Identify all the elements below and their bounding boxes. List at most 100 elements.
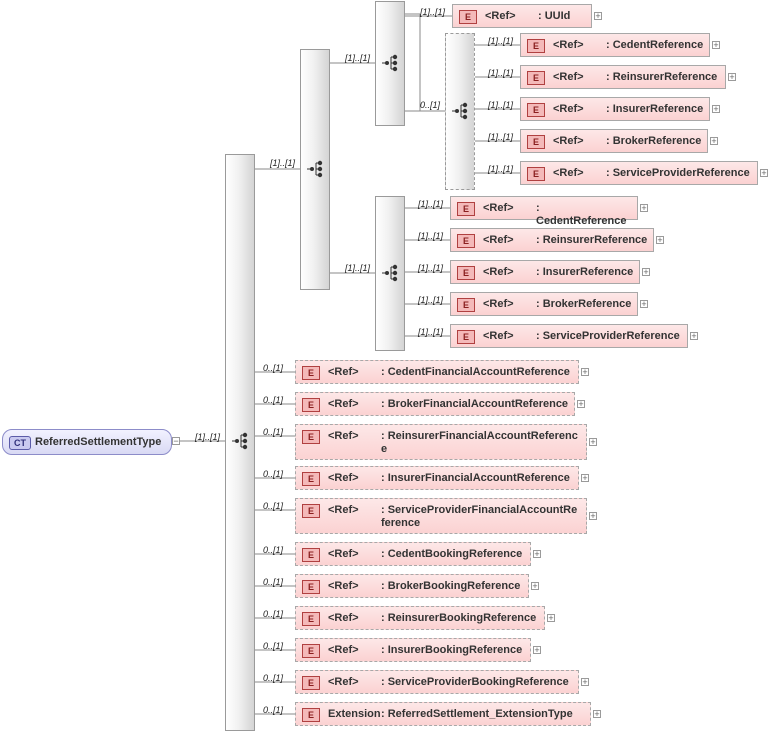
element-a_reinsurer[interactable]: E<Ref>: ReinsurerReference (520, 65, 726, 89)
element-ref: <Ref> (328, 548, 359, 560)
element-badge: E (457, 330, 475, 344)
element-b_sp[interactable]: E<Ref>: ServiceProviderReference (450, 324, 688, 348)
sequence-cardinality: [1]..[1] (345, 53, 371, 63)
element-type: : InsurerBookingReference (381, 644, 523, 656)
expand-toggle[interactable]: + (581, 473, 589, 483)
element-ref: <Ref> (328, 676, 359, 688)
element-b_reinsurer[interactable]: E<Ref>: ReinsurerReference (450, 228, 654, 252)
element-badge: E (302, 548, 320, 562)
expand-toggle[interactable]: + (589, 437, 597, 447)
complex-type-root[interactable]: CT ReferredSettlementType (2, 429, 172, 455)
element-spbr[interactable]: E<Ref>: ServiceProviderBookingReference (295, 670, 579, 694)
element-ref: <Ref> (483, 330, 514, 342)
element-badge: E (457, 234, 475, 248)
expand-toggle[interactable]: + (640, 299, 648, 309)
expand-toggle[interactable]: + (533, 549, 541, 559)
element-type: : CedentFinancialAccountReference (381, 366, 570, 378)
element-type: : ReinsurerReference (536, 234, 648, 246)
element-badge: E (527, 71, 545, 85)
expand-toggle[interactable]: + (728, 72, 736, 82)
expand-toggle[interactable]: + (642, 267, 650, 277)
element-badge: E (459, 10, 477, 24)
element-cardinality: [1]..[1] (488, 132, 514, 142)
element-type: : BrokerFinancialAccountReference (381, 398, 569, 410)
element-type: : CedentReference (606, 39, 704, 51)
expand-toggle[interactable]: + (760, 168, 768, 178)
element-cfa[interactable]: E <Ref> : CedentFinancialAccountReference (295, 360, 579, 384)
element-ref: <Ref> (328, 580, 359, 592)
element-b_cedent[interactable]: E<Ref>: CedentReference (450, 196, 638, 227)
element-ref: <Ref> (485, 10, 516, 22)
element-cardinality: 0..[1] (263, 427, 284, 437)
element-type: : InsurerReference (606, 103, 704, 115)
element-type: : ReinsurerBookingReference (381, 612, 537, 624)
sequence-icon (380, 53, 400, 73)
sequence-icon-glyph (452, 102, 468, 120)
expand-toggle[interactable]: + (690, 331, 698, 341)
element-ref: <Ref> (328, 366, 359, 378)
complex-type-name: ReferredSettlementType (35, 436, 162, 448)
element-ibr[interactable]: E<Ref>: InsurerBookingReference (295, 638, 531, 662)
complex-type-badge: CT (9, 436, 31, 450)
element-rbr[interactable]: E<Ref>: ReinsurerBookingReference (295, 606, 545, 630)
element-a_broker[interactable]: E<Ref>: BrokerReference (520, 129, 708, 153)
element-badge: E (302, 398, 320, 412)
expand-toggle[interactable]: + (656, 235, 664, 245)
element-badge: E (302, 504, 320, 518)
element-cardinality: 0..[1] (263, 641, 284, 651)
element-rfa[interactable]: E<Ref>: ReinsurerFinancialAccountReferen… (295, 424, 587, 460)
element-ref: Extension (328, 708, 381, 720)
element-cardinality: [1]..[1] (418, 295, 444, 305)
element-cardinality: 0..[1] (263, 673, 284, 683)
element-cardinality: 0..[1] (263, 395, 284, 405)
sequence-compositor[interactable] (445, 33, 475, 190)
element-ref: <Ref> (328, 612, 359, 624)
element-b_broker[interactable]: E<Ref>: BrokerReference (450, 292, 638, 316)
expand-toggle[interactable]: + (710, 136, 718, 146)
element-cardinality: [1]..[1] (418, 199, 444, 209)
collapse-toggle[interactable]: − (172, 436, 180, 446)
expand-toggle[interactable]: + (581, 677, 589, 687)
element-bfa[interactable]: E<Ref>: BrokerFinancialAccountReference (295, 392, 575, 416)
expand-toggle[interactable]: + (593, 709, 601, 719)
expand-toggle[interactable]: + (547, 613, 555, 623)
expand-toggle[interactable]: + (589, 511, 597, 521)
element-uuid[interactable]: E <Ref> : UUId (452, 4, 592, 28)
element-type: : UUId (538, 10, 571, 22)
sequence-compositor[interactable] (225, 154, 255, 731)
sequence-icon-glyph (382, 54, 398, 72)
element-a_sp[interactable]: E<Ref>: ServiceProviderReference (520, 161, 758, 185)
expand-toggle[interactable]: + (640, 203, 648, 213)
element-badge: E (302, 366, 320, 380)
sequence-compositor[interactable] (375, 1, 405, 126)
element-badge: E (527, 39, 545, 53)
element-type: : ServiceProviderFinancialAccountRe fere… (381, 504, 578, 529)
element-cardinality: [1]..[1] (488, 100, 514, 110)
element-cardinality: 0..[1] (263, 705, 284, 715)
element-a_cedent[interactable]: E<Ref>: CedentReference (520, 33, 710, 57)
element-cardinality: [1]..[1] (418, 263, 444, 273)
element-spfa[interactable]: E<Ref>: ServiceProviderFinancialAccountR… (295, 498, 587, 534)
element-badge: E (527, 103, 545, 117)
element-b_insurer[interactable]: E<Ref>: InsurerReference (450, 260, 640, 284)
expand-toggle[interactable]: + (712, 104, 720, 114)
element-ifa[interactable]: E<Ref>: InsurerFinancialAccountReference (295, 466, 579, 490)
expand-toggle[interactable]: + (533, 645, 541, 655)
element-badge: E (302, 580, 320, 594)
sequence-cardinality: [1]..[1] (270, 158, 296, 168)
element-a_insurer[interactable]: E<Ref>: InsurerReference (520, 97, 710, 121)
expand-toggle[interactable]: + (594, 11, 602, 21)
element-cardinality: 0..[1] (263, 469, 284, 479)
expand-toggle[interactable]: + (531, 581, 539, 591)
sequence-compositor[interactable] (375, 196, 405, 351)
expand-toggle[interactable]: + (712, 40, 720, 50)
element-cbr[interactable]: E<Ref>: CedentBookingReference (295, 542, 531, 566)
element-ref: <Ref> (483, 298, 514, 310)
element-bbr[interactable]: E<Ref>: BrokerBookingReference (295, 574, 529, 598)
expand-toggle[interactable]: + (577, 399, 585, 409)
sequence-compositor[interactable] (300, 49, 330, 290)
expand-toggle[interactable]: + (581, 367, 589, 377)
sequence-cardinality: 0..[1] (420, 100, 441, 110)
sequence-icon-glyph (307, 160, 323, 178)
